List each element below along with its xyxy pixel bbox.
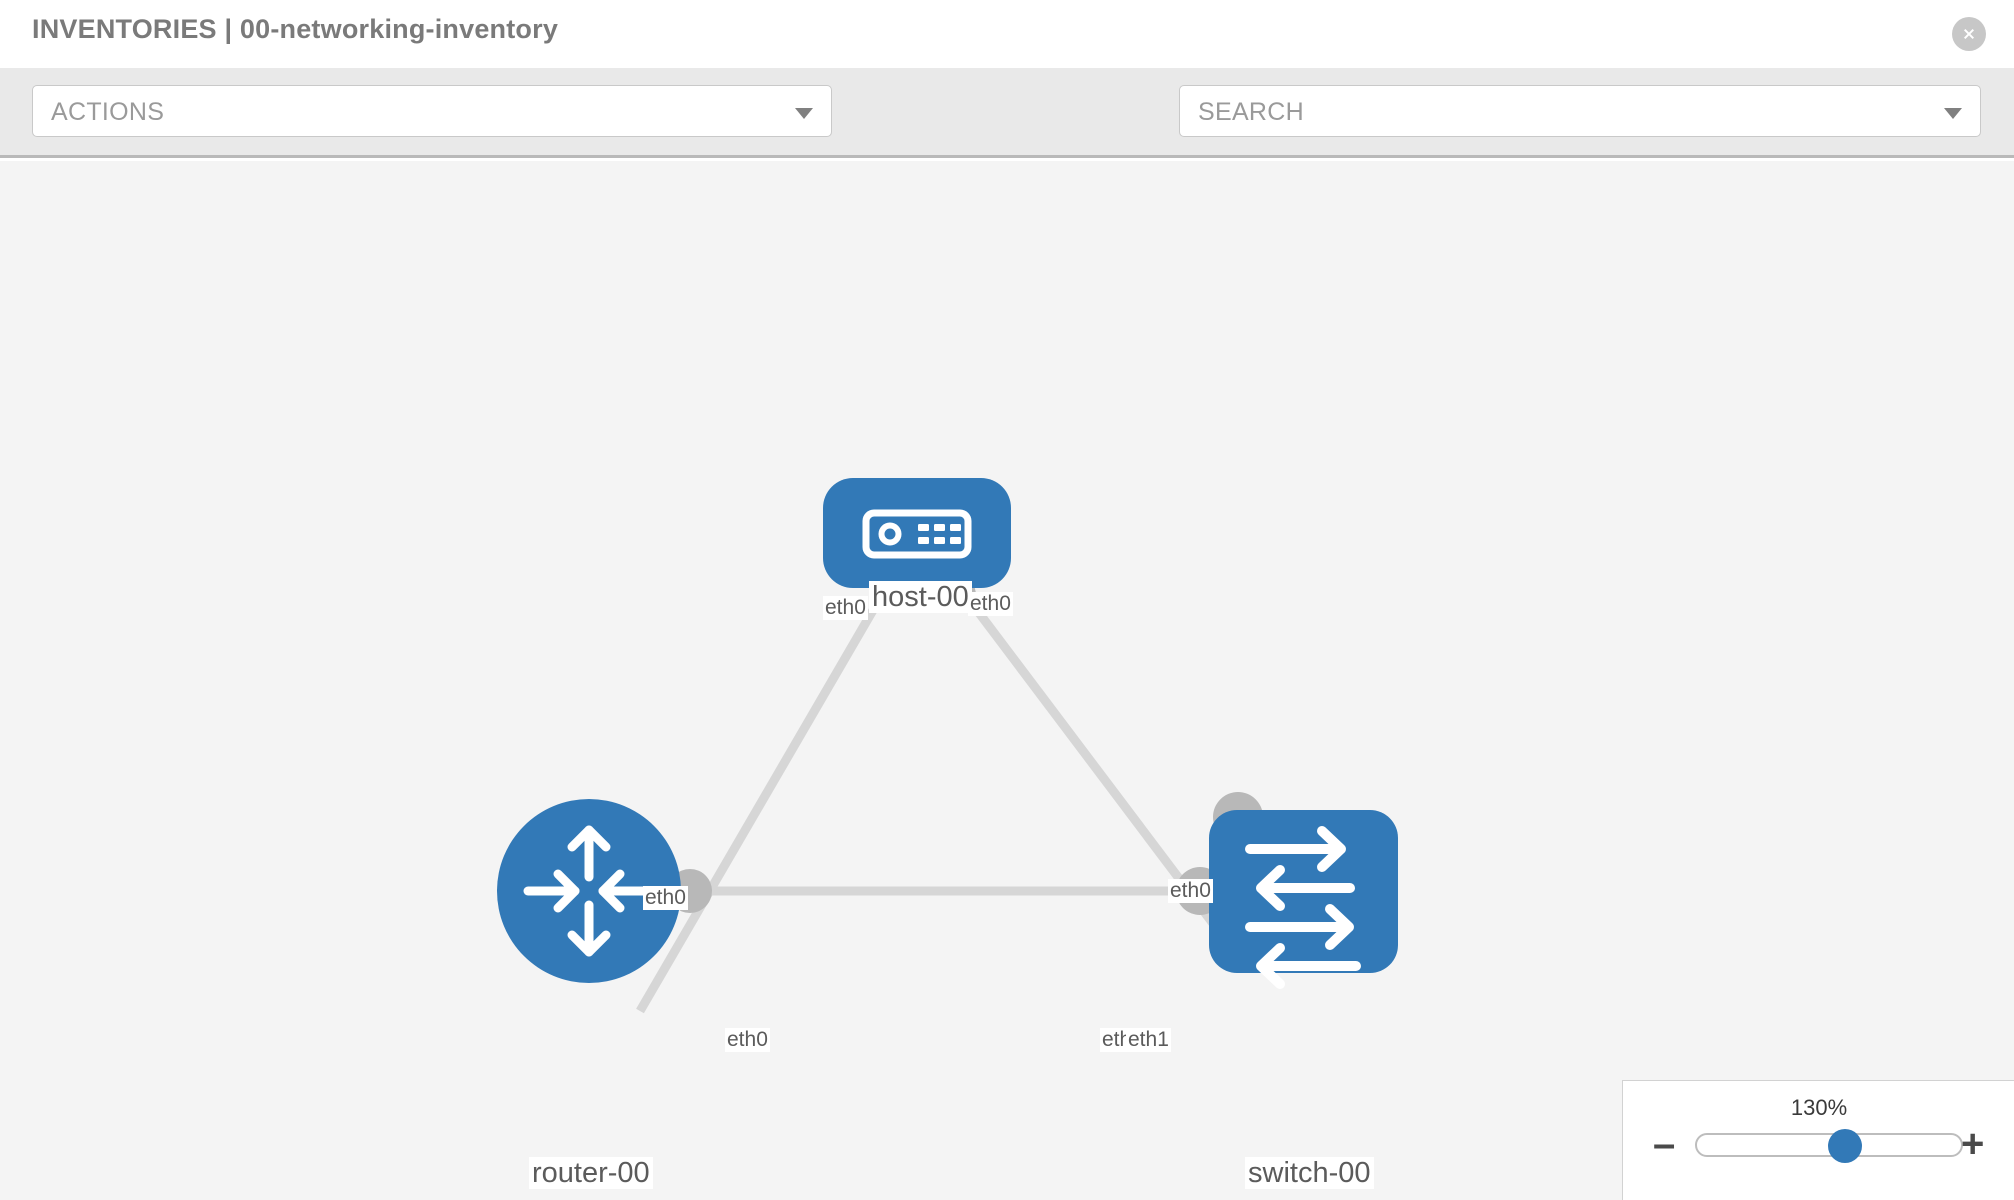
interface-label-host-eth0-left: eth0 xyxy=(823,596,868,621)
actions-dropdown[interactable]: ACTIONS xyxy=(32,85,832,137)
edge-router-host xyxy=(636,578,894,1014)
zoom-percent-label: 130% xyxy=(1790,1095,1848,1120)
interface-label-router-eth0-up: eth0 xyxy=(643,886,688,911)
node-label-switch-00: switch-00 xyxy=(1245,1157,1374,1190)
page-header: INVENTORIES | 00-networking-inventory xyxy=(0,0,2014,68)
actions-dropdown-label: ACTIONS xyxy=(51,98,165,126)
node-label-router-00: router-00 xyxy=(529,1157,653,1190)
close-icon[interactable] xyxy=(1952,17,1986,51)
zoom-slider-track[interactable] xyxy=(1695,1129,1963,1163)
interface-label-router-eth0-right: eth0 xyxy=(725,1028,770,1053)
zoom-in-button[interactable]: + xyxy=(1961,1122,1985,1166)
search-input-label: SEARCH xyxy=(1198,98,1304,126)
zoom-control-panel: 130% – + xyxy=(1622,1080,2014,1200)
topology-graph xyxy=(497,478,1398,1014)
zoom-out-button[interactable]: – xyxy=(1653,1122,1676,1166)
server-icon xyxy=(862,509,972,559)
node-label-host-00: host-00 xyxy=(869,581,972,614)
chevron-down-icon xyxy=(795,108,813,119)
topology-canvas[interactable]: eth0 host-00 eth0 eth0 eth0 eth0 eth0 et… xyxy=(0,161,2014,1200)
interface-label-switch-eth0-up: eth0 xyxy=(1168,879,1213,904)
node-host-00 xyxy=(823,478,1011,588)
topology-toolbar: ACTIONS SEARCH xyxy=(0,68,2014,198)
chevron-down-icon xyxy=(1944,108,1962,119)
node-switch-00 xyxy=(1209,810,1398,989)
interface-label-switch-eth1: eth1 xyxy=(1126,1028,1171,1053)
zoom-slider-handle[interactable] xyxy=(1828,1129,1863,1163)
interface-label-host-eth0-right: eth0 xyxy=(968,592,1013,617)
page-title: INVENTORIES | 00-networking-inventory xyxy=(32,14,559,44)
topology-edges xyxy=(636,578,1249,1014)
search-dropdown[interactable]: SEARCH xyxy=(1179,85,1981,137)
router-arrows-icon xyxy=(523,825,655,957)
node-router-00 xyxy=(497,799,681,983)
switch-arrows-icon xyxy=(1245,826,1361,989)
